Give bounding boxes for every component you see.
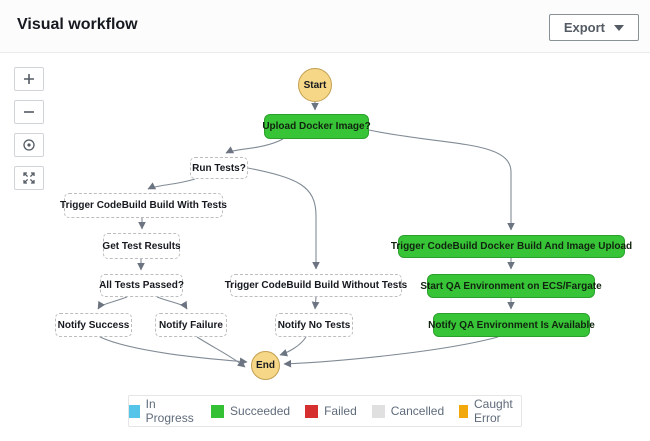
workflow-node-trigger-codebuild-docker-build[interactable]: Trigger CodeBuild Docker Build And Image… <box>391 235 632 258</box>
legend-swatch <box>305 404 319 418</box>
legend-item-in-progress: In Progress <box>129 397 196 425</box>
legend-label: Failed <box>324 404 357 418</box>
workflow-node-notify-no-tests[interactable]: Notify No Tests <box>275 313 353 337</box>
chevron-down-icon <box>614 24 624 31</box>
workflow-node-all-tests-passed[interactable]: All Tests Passed? <box>99 274 184 297</box>
legend-label: In Progress <box>145 397 194 425</box>
legend-item-failed: Failed <box>305 404 357 418</box>
workflow-node-start-qa-environment[interactable]: Start QA Environment on ECS/Fargate <box>420 274 602 298</box>
panel-header: Visual workflow Export <box>0 0 650 53</box>
legend-item-succeeded: Succeeded <box>211 404 290 418</box>
page-title: Visual workflow <box>17 16 138 33</box>
legend-swatch <box>459 404 469 418</box>
workflow-node-upload-docker-image[interactable]: Upload Docker Image? <box>262 114 371 139</box>
workflow-node-start[interactable]: Start <box>298 68 332 102</box>
status-legend: In Progress Succeeded Failed Cancelled Caugh… <box>128 395 522 427</box>
export-button-label: Export <box>563 20 605 35</box>
zoom-in-icon <box>24 74 34 84</box>
workflow-node-notify-qa-available[interactable]: Notify QA Environment Is Available <box>428 313 595 337</box>
workflow-node-notify-success[interactable]: Notify Success <box>55 313 132 337</box>
center-view-icon <box>23 139 35 151</box>
fit-view-button[interactable] <box>14 166 44 190</box>
fit-view-icon <box>23 172 35 184</box>
workflow-node-end[interactable]: End <box>251 351 280 380</box>
legend-swatch <box>371 404 385 418</box>
zoom-in-button[interactable] <box>14 67 44 91</box>
legend-item-cancelled: Cancelled <box>371 404 445 418</box>
center-view-button[interactable] <box>14 133 44 157</box>
workflow-node-notify-failure[interactable]: Notify Failure <box>155 313 227 337</box>
graph-controls <box>14 67 44 190</box>
legend-label: Cancelled <box>390 404 445 418</box>
workflow-node-get-test-results[interactable]: Get Test Results <box>102 233 181 259</box>
export-button[interactable]: Export <box>548 14 639 41</box>
workflow-node-trigger-codebuild-with-tests[interactable]: Trigger CodeBuild Build With Tests <box>60 193 227 218</box>
zoom-out-icon <box>24 111 34 113</box>
legend-swatch <box>129 404 140 418</box>
legend-label: Caught Error <box>474 397 513 425</box>
legend-item-caught-error: Caught Error <box>459 397 521 425</box>
workflow-node-trigger-codebuild-without-tests[interactable]: Trigger CodeBuild Build Without Tests <box>225 274 407 297</box>
legend-label: Succeeded <box>230 404 291 418</box>
zoom-out-button[interactable] <box>14 100 44 124</box>
workflow-node-run-tests[interactable]: Run Tests? <box>190 157 248 179</box>
legend-swatch <box>211 404 225 418</box>
